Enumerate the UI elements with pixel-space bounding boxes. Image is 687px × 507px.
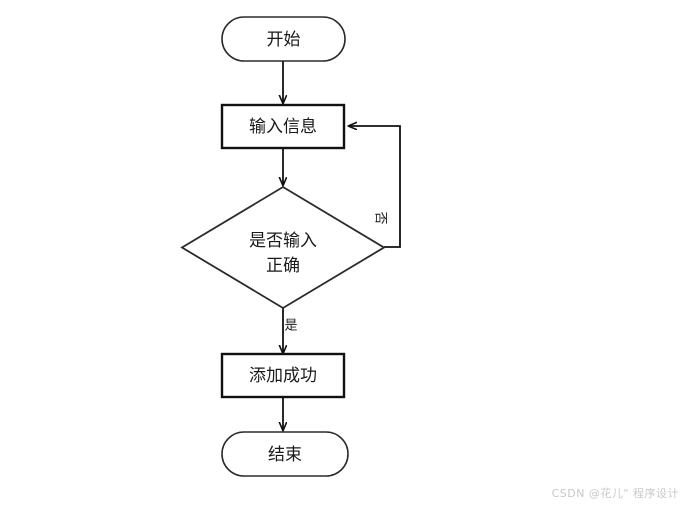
watermark-text: CSDN @花儿" 程序设计 — [551, 487, 679, 500]
node-add-success[interactable]: 添加成功 — [220, 352, 346, 399]
decision-shape — [180, 185, 386, 310]
start-label: 开始 — [267, 30, 301, 50]
end-shape — [221, 431, 349, 477]
start-shape — [221, 16, 346, 62]
node-decision-input-correct[interactable]: 是否输入 正确 — [180, 185, 386, 310]
node-start[interactable]: 开始 — [221, 16, 346, 62]
edge-label-no: 否 — [373, 211, 388, 224]
input-info-shape — [220, 103, 346, 150]
edge-label-yes: 是 — [284, 319, 297, 334]
add-success-label: 添加成功 — [249, 366, 317, 386]
input-info-label: 输入信息 — [249, 117, 317, 137]
decision-label-line-2: 正确 — [266, 256, 300, 276]
node-end[interactable]: 结束 — [221, 431, 349, 477]
connector-layer — [283, 61, 401, 430]
end-label: 结束 — [268, 445, 302, 465]
node-input-info[interactable]: 输入信息 — [220, 103, 346, 150]
edge-decision-no-loop-to-input — [349, 126, 401, 248]
add-success-shape — [220, 352, 346, 399]
decision-label-line-1: 是否输入 — [249, 231, 317, 251]
